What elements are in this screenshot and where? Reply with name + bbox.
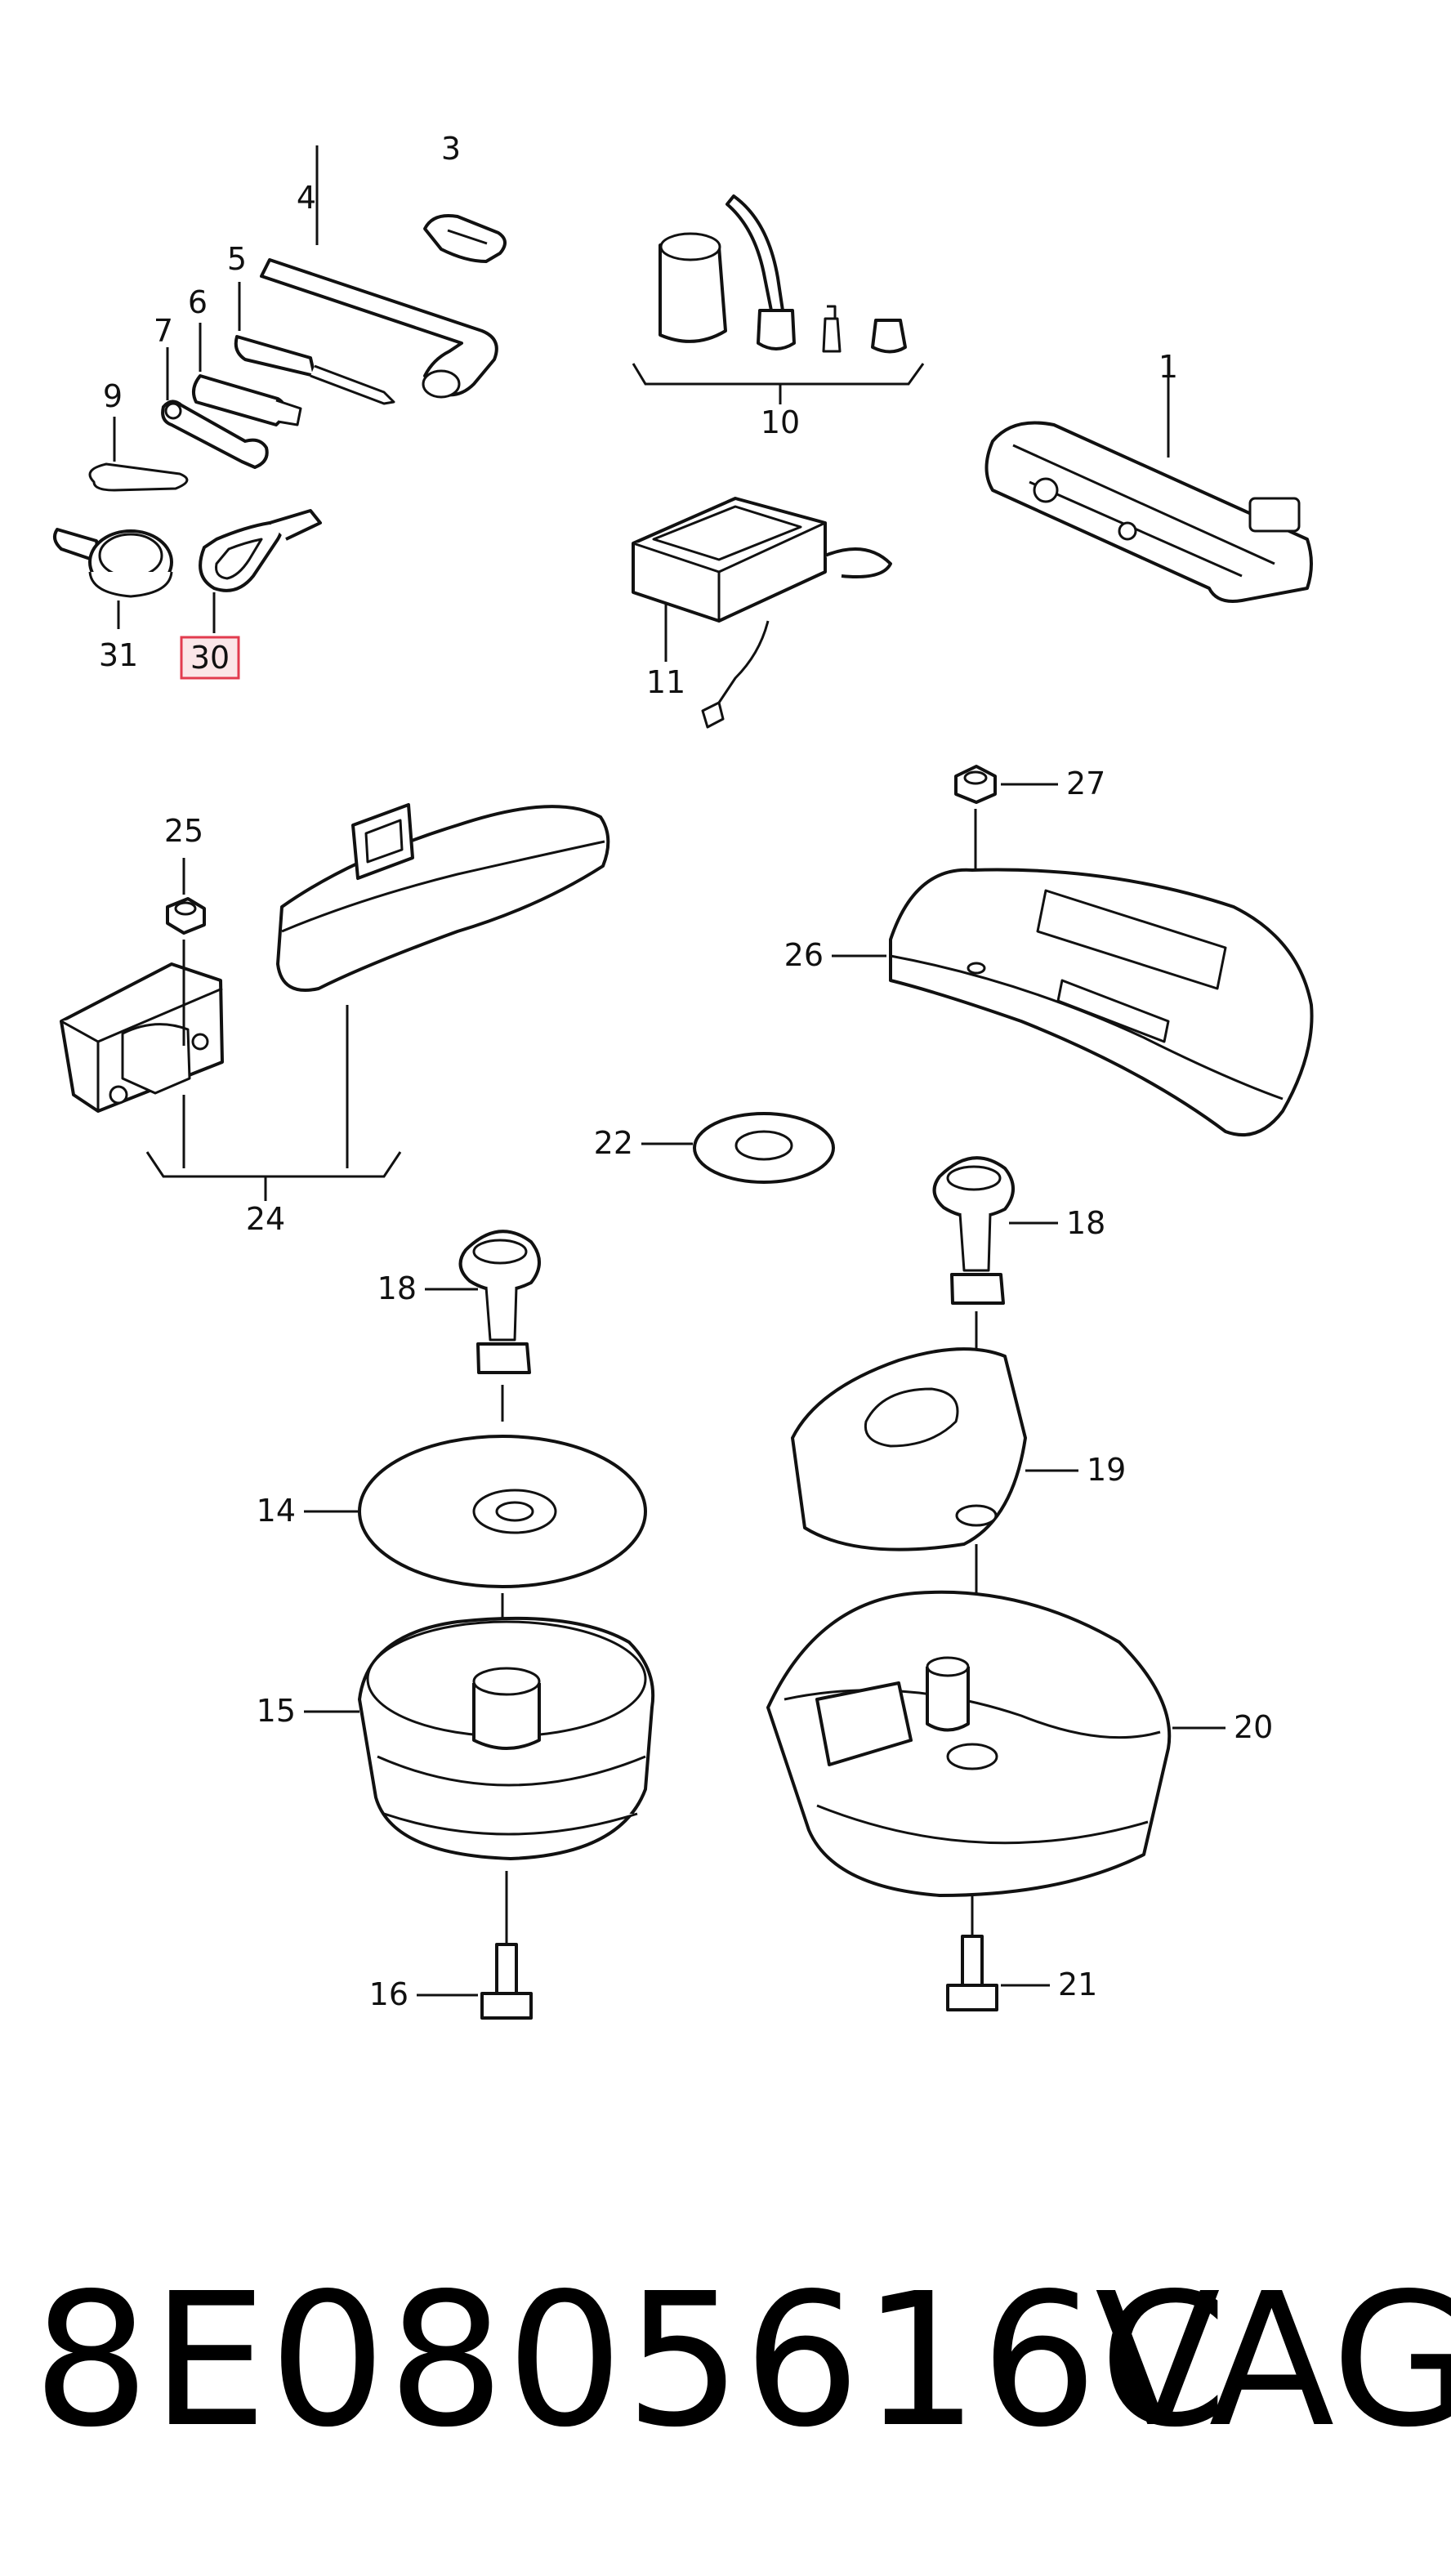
part-24-foam-holder — [276, 803, 610, 1168]
callout-20: 20 — [1234, 1709, 1273, 1745]
callout-6: 6 — [188, 284, 208, 320]
callout-27: 27 — [1066, 766, 1105, 801]
exploded-parts-diagram: 3 4 5 6 7 9 31 30 10 1 11 25 24 27 26 22… — [52, 131, 1314, 2020]
part-15-spare-wheel-well — [304, 1616, 655, 1944]
part-1-jack — [984, 359, 1313, 603]
part-25-nut-and-bracket — [60, 858, 402, 1201]
callout-19: 19 — [1087, 1452, 1126, 1488]
callout-1: 1 — [1159, 349, 1178, 385]
callout-7: 7 — [154, 313, 173, 349]
part-19-wheel-cover-piece — [791, 1347, 1078, 1626]
callout-11: 11 — [646, 664, 685, 700]
callout-31: 31 — [99, 637, 138, 673]
callout-18-right: 18 — [1066, 1205, 1105, 1241]
brand-name: VAG — [1095, 2254, 1451, 2468]
callout-15: 15 — [257, 1693, 296, 1729]
part-18-knob-right — [932, 1156, 1058, 1348]
callout-24: 24 — [246, 1201, 285, 1237]
callout-30: 30 — [190, 640, 230, 676]
callout-25: 25 — [164, 813, 203, 849]
part-18-knob-left — [425, 1230, 541, 1422]
footer: 8E0805616C VAG — [33, 2254, 1451, 2468]
callout-16: 16 — [369, 1976, 409, 2012]
callout-5: 5 — [227, 241, 247, 277]
callout-14: 14 — [257, 1493, 296, 1529]
part-22-washer — [641, 1112, 835, 1184]
callout-21: 21 — [1058, 1967, 1097, 2002]
part-10-sealant-kit — [632, 194, 925, 404]
part-4-wheel-wrench — [260, 145, 498, 399]
part-14-disc — [304, 1435, 647, 1667]
part-16-screw-left — [417, 1943, 533, 2020]
callout-10: 10 — [761, 404, 800, 440]
part-21-screw-right — [946, 1935, 1050, 2011]
part-20-wheel-well-tray — [766, 1590, 1226, 1940]
callout-22: 22 — [594, 1125, 633, 1161]
part-number: 8E0805616C — [33, 2254, 1230, 2468]
callout-4: 4 — [297, 180, 316, 216]
part-30-towing-eye — [199, 509, 322, 633]
callout-30-highlight — [180, 636, 240, 680]
part-7-spanner — [161, 347, 269, 469]
callout-9: 9 — [103, 378, 123, 414]
part-11-compressor — [632, 497, 892, 729]
part-6-bit-holder — [191, 323, 302, 426]
part-9-spring-clip — [88, 417, 189, 492]
callout-26: 26 — [784, 937, 824, 973]
callout-18-left: 18 — [377, 1270, 417, 1306]
part-26-tray-cover — [832, 868, 1314, 1137]
part-31-pressure-gauge — [52, 528, 173, 629]
part-3-clip — [423, 214, 507, 263]
callout-3: 3 — [441, 131, 461, 167]
part-5-screwdriver — [234, 282, 395, 405]
part-27-nut — [954, 765, 1058, 874]
